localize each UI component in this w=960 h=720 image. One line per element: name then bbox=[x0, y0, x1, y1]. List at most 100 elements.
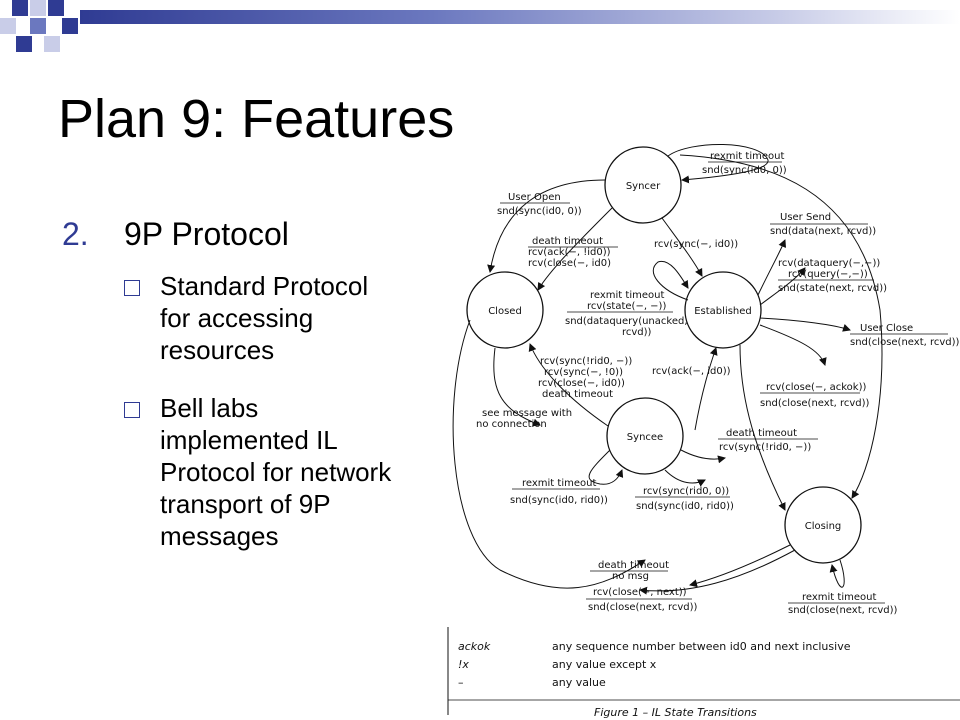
figure-caption: Figure 1 – IL State Transitions bbox=[594, 706, 757, 719]
transition-label: rexmit timeout bbox=[590, 290, 664, 301]
bullet-line: Bell labs bbox=[160, 393, 259, 423]
transition-arrow bbox=[689, 544, 791, 588]
state-label: Syncer bbox=[626, 181, 661, 192]
state-label: Established bbox=[694, 306, 752, 317]
transition-label: rcv(close(−, ackok)) bbox=[766, 382, 866, 393]
state-established bbox=[684, 271, 762, 349]
transition-label: snd(close(next, rcvd)) bbox=[788, 605, 898, 616]
transition-arrow bbox=[667, 143, 769, 184]
bullet-line: resources bbox=[160, 335, 275, 365]
transition-label: rcv(sync(!rid0, −)) bbox=[719, 442, 811, 453]
transition-arrow bbox=[452, 319, 646, 589]
transition-label: snd(sync(id0, 0)) bbox=[497, 206, 582, 217]
state-label: Closing bbox=[805, 521, 842, 532]
transition-label: no connection bbox=[476, 419, 547, 430]
transition-arrow bbox=[757, 239, 786, 296]
transition-label: snd(dataquery(unacked, bbox=[565, 316, 688, 327]
transition-arrow bbox=[829, 559, 845, 588]
transition-label: rcv(sync(−, !0)) bbox=[544, 367, 623, 378]
list-heading: 9P Protocol bbox=[124, 216, 289, 252]
transition-labels: rexmit timeout snd(sync(id0, 0)) User Op… bbox=[476, 151, 960, 616]
transition-arrow bbox=[694, 347, 718, 431]
transition-label: rcv(sync(rid0, 0)) bbox=[643, 486, 729, 497]
transition-label: User Send bbox=[780, 212, 831, 223]
legend-term: !x bbox=[458, 658, 469, 671]
deco-square bbox=[30, 0, 46, 16]
transition-label: rexmit timeout bbox=[522, 478, 596, 489]
state-closing bbox=[784, 486, 862, 564]
legend-term: ackok bbox=[458, 640, 491, 653]
transition-arrow bbox=[759, 317, 851, 332]
state-closed bbox=[466, 271, 544, 349]
transition-label: rexmit timeout bbox=[710, 151, 784, 162]
bullet-text-2: Bell labs implemented IL Protocol for ne… bbox=[160, 392, 391, 552]
legend-desc: any value bbox=[552, 676, 606, 689]
transition-arrow bbox=[652, 260, 689, 301]
transition-arrow bbox=[493, 347, 541, 427]
transition-label: snd(close(next, rcvd)) bbox=[850, 337, 960, 348]
transition-arrow bbox=[759, 267, 806, 306]
bullet-line: transport of 9P bbox=[160, 489, 331, 519]
transition-label: User Close bbox=[860, 323, 913, 334]
transition-arrow bbox=[537, 207, 613, 291]
transition-label: rexmit timeout bbox=[802, 592, 876, 603]
transition-label: no msg bbox=[612, 571, 649, 582]
transition-arrow bbox=[588, 449, 624, 485]
deco-square bbox=[0, 18, 16, 34]
transition-arrow bbox=[679, 154, 883, 499]
transition-label: snd(sync(id0, rid0)) bbox=[636, 501, 734, 512]
deco-square bbox=[12, 0, 28, 16]
state-label: Closed bbox=[488, 306, 522, 317]
transition-arrow bbox=[680, 449, 726, 464]
bullet-square-icon bbox=[124, 280, 140, 296]
transition-label: snd(sync(id0, rid0)) bbox=[510, 495, 608, 506]
transition-label: snd(data(next, rcvd)) bbox=[770, 226, 876, 237]
title-bar-gradient bbox=[80, 10, 960, 24]
transition-label: rcv(dataquery(−,−)) bbox=[778, 258, 880, 269]
transition-arrow bbox=[759, 324, 827, 366]
transition-label: rcv(state(−, −)) bbox=[587, 301, 666, 312]
transition-label: snd(state(next, rcvd)) bbox=[778, 283, 887, 294]
transition-label: see message with bbox=[482, 408, 572, 419]
transition-label: snd(close(next, rcvd)) bbox=[588, 602, 698, 613]
deco-square bbox=[48, 0, 64, 16]
legend-term: – bbox=[458, 676, 464, 689]
corner-decoration bbox=[0, 0, 80, 60]
bullet-line: Standard Protocol bbox=[160, 271, 369, 301]
bullet-line: for accessing bbox=[160, 303, 314, 333]
deco-square bbox=[16, 36, 32, 52]
transition-label: snd(close(next, rcvd)) bbox=[760, 398, 870, 409]
transition-label: rcv(query(−,−)) bbox=[788, 269, 868, 280]
legend-desc: any sequence number between id0 and next… bbox=[552, 640, 851, 653]
transition-label: rcv(sync(!rid0, −)) bbox=[540, 356, 632, 367]
transition-label: rcv(close(−, next)) bbox=[593, 587, 687, 598]
il-state-diagram: Syncer Closed Established Syncee Closing… bbox=[447, 143, 960, 719]
transition-label: rcv(ack(−, !id0)) bbox=[528, 247, 611, 258]
transition-arrow bbox=[739, 344, 786, 511]
bullet-line: Protocol for network bbox=[160, 457, 392, 487]
deco-square bbox=[30, 18, 46, 34]
transition-label: rcv(sync(−, id0)) bbox=[654, 239, 738, 250]
transition-label: rcv(ack(−, id0)) bbox=[652, 366, 731, 377]
transition-label: death timeout bbox=[726, 428, 797, 439]
transition-label: rcvd)) bbox=[622, 327, 652, 338]
bullet-text-1: Standard Protocol for accessing resource… bbox=[160, 270, 368, 366]
state-syncee bbox=[606, 397, 684, 475]
deco-square bbox=[44, 36, 60, 52]
transition-label: death timeout bbox=[532, 236, 603, 247]
state-label: Syncee bbox=[627, 432, 663, 443]
legend-desc: any value except x bbox=[552, 658, 657, 671]
slide-title: Plan 9: Features bbox=[58, 89, 455, 149]
transition-label: death timeout bbox=[542, 389, 613, 400]
transition-arrow bbox=[639, 549, 796, 595]
transition-arrow bbox=[528, 343, 609, 427]
transition-label: snd(sync(id0, 0)) bbox=[702, 165, 787, 176]
transition-label: death timeout bbox=[598, 560, 669, 571]
transition-label: rcv(close(−, id0) bbox=[528, 258, 611, 269]
transition-label: rcv(close(−, id0)) bbox=[538, 378, 625, 389]
transition-arrow bbox=[664, 469, 706, 487]
state-syncer bbox=[604, 146, 682, 224]
bullet-square-icon bbox=[124, 402, 140, 418]
transition-arrow bbox=[661, 217, 703, 277]
transition-label: User Open bbox=[508, 192, 561, 203]
